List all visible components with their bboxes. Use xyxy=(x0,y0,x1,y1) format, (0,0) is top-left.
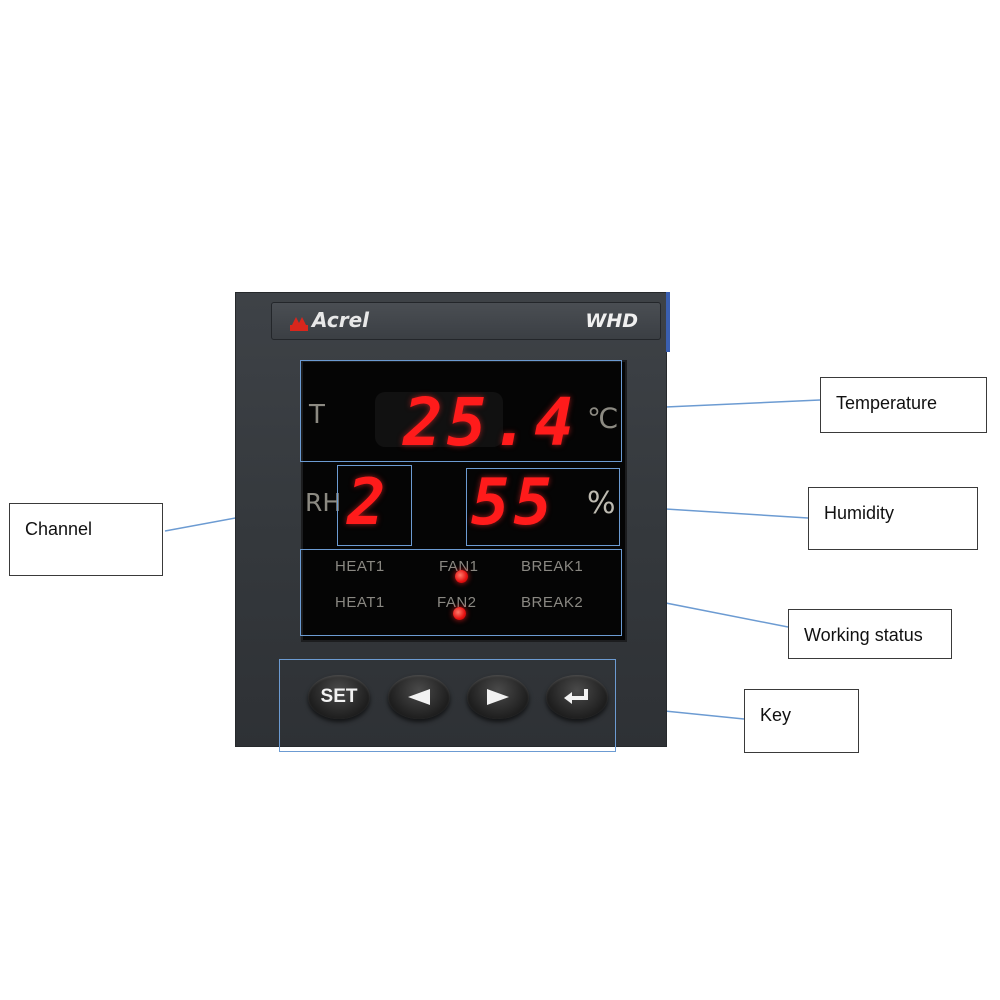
heat1-label-row2: HEAT1 xyxy=(335,594,385,611)
channel-readout: 2 xyxy=(347,466,390,540)
acrel-logo-icon xyxy=(290,312,308,331)
right-arrow-icon xyxy=(487,689,509,705)
break1-label: BREAK1 xyxy=(521,558,584,575)
temperature-unit: ℃ xyxy=(587,402,619,435)
channel-callout: Channel xyxy=(9,503,163,576)
fan2-led xyxy=(453,607,466,620)
channel-highlight xyxy=(337,465,412,546)
fan2-label: FAN2 xyxy=(437,594,477,611)
temperature-callout: Temperature xyxy=(820,377,987,433)
screen-glare xyxy=(375,392,503,447)
key-callout: Key xyxy=(744,689,859,753)
left-key[interactable] xyxy=(388,675,450,719)
device-edge xyxy=(666,292,670,352)
model-name: WHD xyxy=(585,310,638,332)
fan1-led xyxy=(455,570,468,583)
humidity-readout: 55 xyxy=(471,466,557,540)
enter-key[interactable] xyxy=(546,675,608,719)
humidity-callout: Humidity xyxy=(808,487,978,550)
left-arrow-icon xyxy=(408,689,430,705)
key-highlight xyxy=(279,659,616,752)
rh-symbol: RH xyxy=(305,488,342,517)
break2-label: BREAK2 xyxy=(521,594,584,611)
temperature-highlight xyxy=(300,360,622,462)
fan1-label: FAN1 xyxy=(439,558,479,575)
working-status-highlight xyxy=(300,549,622,636)
controller-device: Acrel WHD T 25.4 ℃ RH 2 55 % HEAT1 FAN1 … xyxy=(235,292,670,747)
brand-strip: Acrel WHD xyxy=(271,302,661,340)
temperature-symbol: T xyxy=(309,400,325,430)
enter-icon xyxy=(564,689,588,704)
humidity-highlight xyxy=(466,468,620,546)
lcd-screen: T 25.4 ℃ RH 2 55 % HEAT1 FAN1 BREAK1 HEA… xyxy=(301,360,627,642)
brand-name: Acrel xyxy=(312,308,370,332)
temperature-readout: 25.4 xyxy=(403,384,578,461)
working-status-callout: Working status xyxy=(788,609,952,659)
set-key[interactable]: SET xyxy=(308,675,370,719)
right-key[interactable] xyxy=(467,675,529,719)
heat1-label: HEAT1 xyxy=(335,558,385,575)
brand-label: Acrel xyxy=(290,308,369,332)
humidity-unit: % xyxy=(587,486,616,521)
